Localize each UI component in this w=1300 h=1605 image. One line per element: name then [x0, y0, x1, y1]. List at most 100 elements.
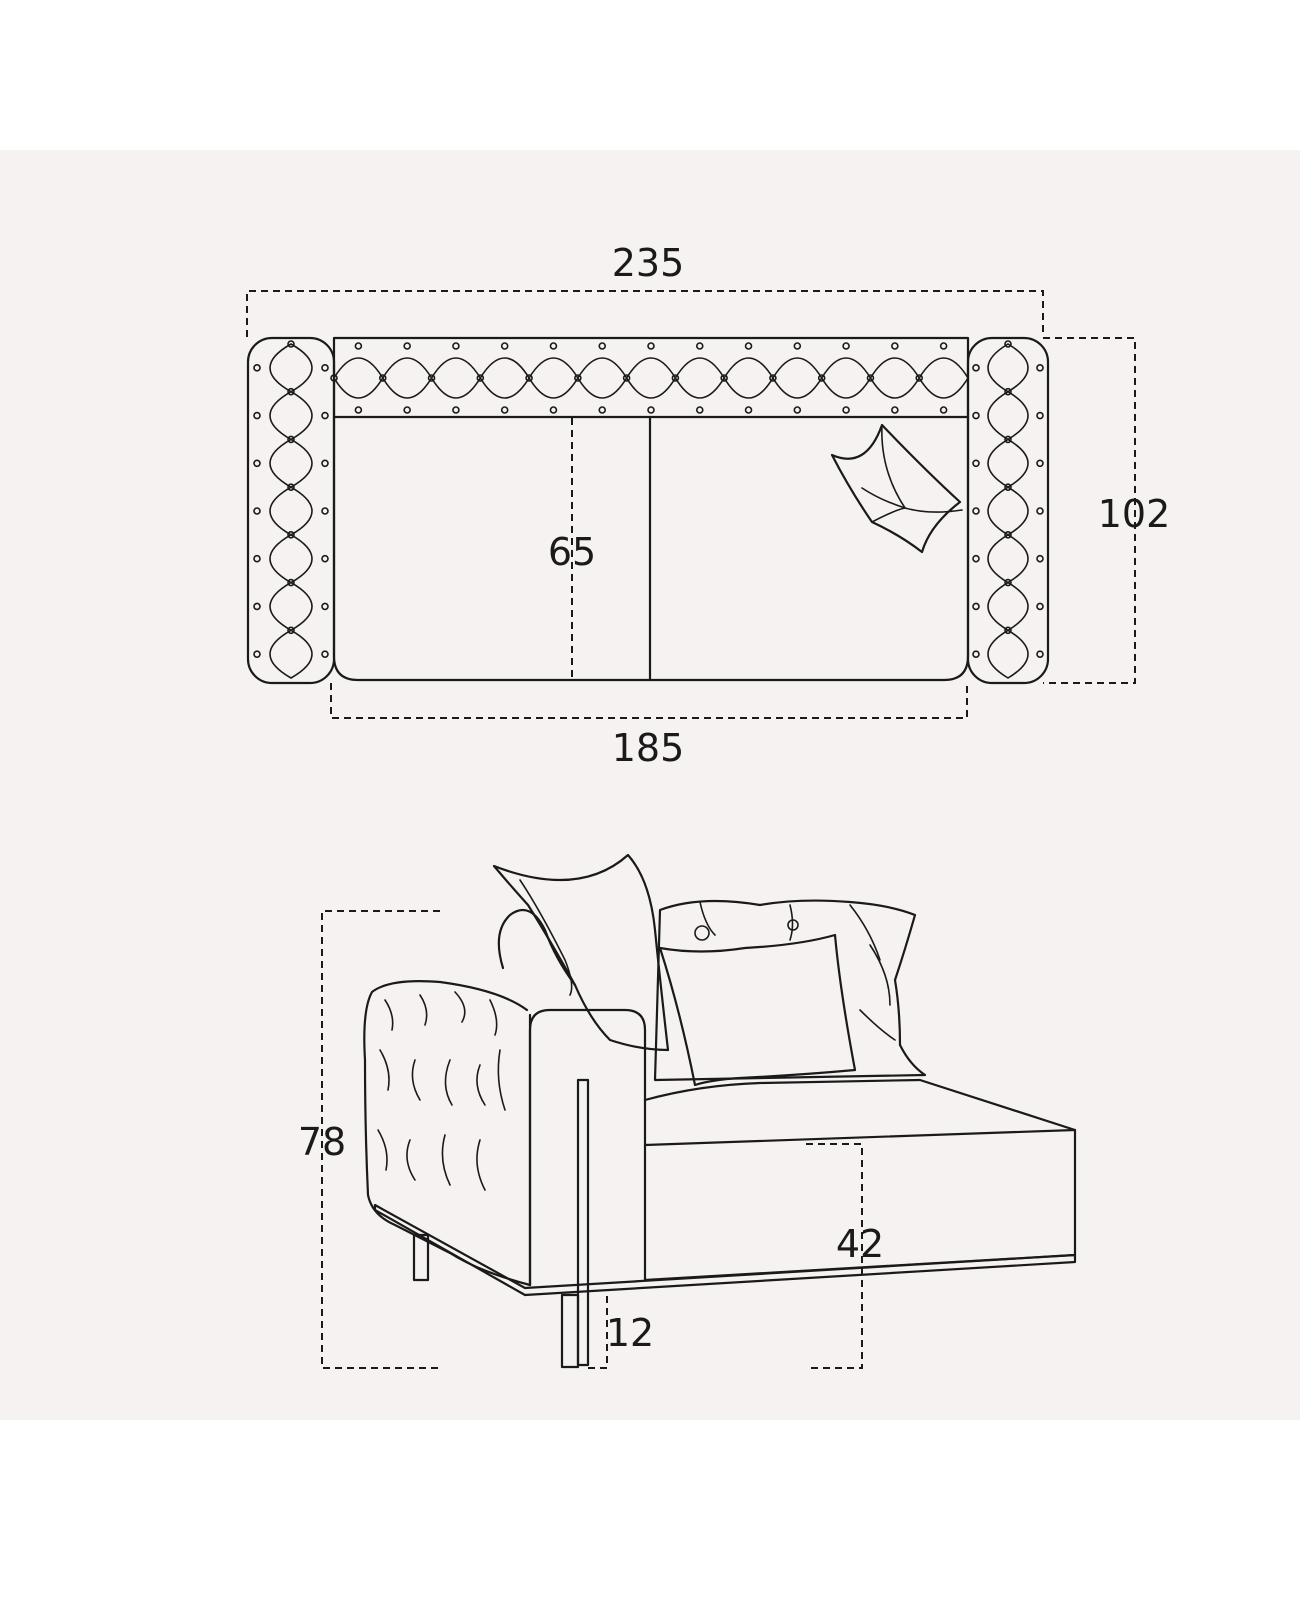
tuft-seam — [419, 994, 428, 1026]
tuft-seam — [987, 534, 1029, 584]
tuft-button — [1036, 459, 1044, 468]
tuft-button — [452, 406, 460, 414]
tuft-seam — [406, 1139, 416, 1181]
back-cushion — [653, 899, 927, 1082]
tuft-button — [671, 374, 680, 382]
right-armrest-tufting — [972, 340, 1044, 679]
tuft-button — [354, 342, 363, 350]
tuft-button — [574, 374, 582, 382]
tuft-button — [287, 387, 295, 396]
dim-line-12 — [585, 1296, 608, 1369]
tuft-button — [403, 342, 411, 350]
tuft-seam — [772, 357, 823, 399]
tuft-button — [253, 459, 261, 468]
tuft-button — [842, 406, 850, 414]
tuft-button — [744, 406, 753, 414]
tuft-button — [287, 578, 295, 587]
tuft-seam — [497, 1049, 506, 1111]
tuft-button — [452, 342, 460, 350]
front-leg-frame — [576, 1078, 590, 1367]
tuft-seam — [441, 1134, 451, 1186]
tuft-button — [915, 374, 924, 382]
back-pillow — [492, 853, 670, 1052]
tuft-button — [891, 406, 899, 414]
armrest-tufting — [377, 991, 506, 1191]
tuft-seam — [723, 357, 774, 399]
tuft-button — [972, 459, 980, 468]
tuft-button — [287, 340, 295, 348]
pillow-icon — [830, 423, 963, 554]
tuft-button — [1004, 340, 1012, 348]
tuft-button — [1036, 554, 1044, 563]
tuft-button — [287, 483, 295, 491]
back-leg — [412, 1233, 430, 1282]
tuft-seam — [269, 581, 313, 632]
tuft-button — [321, 459, 329, 468]
tuft-button — [1004, 626, 1012, 635]
dim-label-seat-height: 42 — [836, 1222, 884, 1266]
backrest-tufting — [330, 342, 969, 414]
tuft-button — [525, 374, 533, 382]
tuft-seam — [987, 629, 1029, 679]
tuft-button — [1036, 650, 1044, 658]
tuft-button — [1036, 411, 1044, 420]
seat-block — [643, 1078, 1077, 1282]
tuft-button — [378, 374, 387, 382]
tuft-button — [287, 435, 295, 444]
tuft-seam — [269, 390, 313, 441]
tuft-button — [1036, 602, 1044, 611]
tuft-seam — [987, 581, 1029, 632]
tuft-button — [891, 342, 899, 350]
tuft-seam — [269, 534, 313, 584]
tuft-button — [866, 374, 875, 382]
tuft-seam — [377, 1129, 388, 1171]
armrest-front-panel — [528, 1008, 647, 1287]
tuft-button — [321, 364, 329, 372]
dim-line-235 — [246, 290, 1044, 337]
tuft-seam — [384, 999, 394, 1031]
dim-line-185 — [330, 683, 968, 719]
tuft-button — [321, 411, 329, 420]
tuft-button — [647, 342, 655, 350]
tuft-seam — [411, 1059, 421, 1101]
tuft-seam — [430, 357, 482, 399]
front-leg — [560, 1293, 580, 1369]
tuft-button — [287, 531, 295, 539]
tuft-button — [253, 554, 261, 563]
tuft-seam — [454, 991, 466, 1023]
tuft-button — [695, 406, 704, 414]
tuft-seam — [528, 357, 579, 399]
tuft-button — [500, 406, 509, 414]
tuft-button — [330, 374, 338, 382]
tuft-button — [1004, 435, 1012, 444]
tuft-button — [549, 342, 558, 350]
tuft-seam — [869, 357, 921, 399]
tuft-button — [403, 406, 411, 414]
tuft-button — [321, 650, 329, 658]
tuft-button — [598, 342, 607, 350]
base-plate — [373, 1203, 1077, 1297]
tuft-button — [287, 626, 295, 635]
tuft-button — [427, 374, 436, 382]
tuft-seam — [987, 343, 1029, 393]
back-cushion-tufting — [694, 901, 896, 1041]
tuft-button — [695, 342, 704, 350]
tuft-button — [817, 374, 826, 382]
tuft-button — [972, 650, 980, 658]
tuft-seam — [987, 438, 1029, 489]
tuft-seam — [820, 357, 872, 399]
tuft-button — [1004, 387, 1012, 396]
tuft-button — [1004, 531, 1012, 539]
tuft-button — [321, 602, 329, 611]
tuft-button — [720, 374, 728, 382]
tuft-seam — [479, 357, 531, 399]
tuft-seam — [269, 629, 313, 679]
tuft-seam — [476, 1064, 486, 1106]
tuft-button — [744, 342, 753, 350]
tuft-seam — [987, 390, 1029, 441]
dim-label-total-height: 78 — [298, 1120, 346, 1164]
armrest-outer — [363, 980, 532, 1287]
tuft-seam — [577, 357, 628, 399]
dim-label-inner-width: 185 — [612, 726, 685, 770]
tuft-button — [939, 342, 948, 350]
